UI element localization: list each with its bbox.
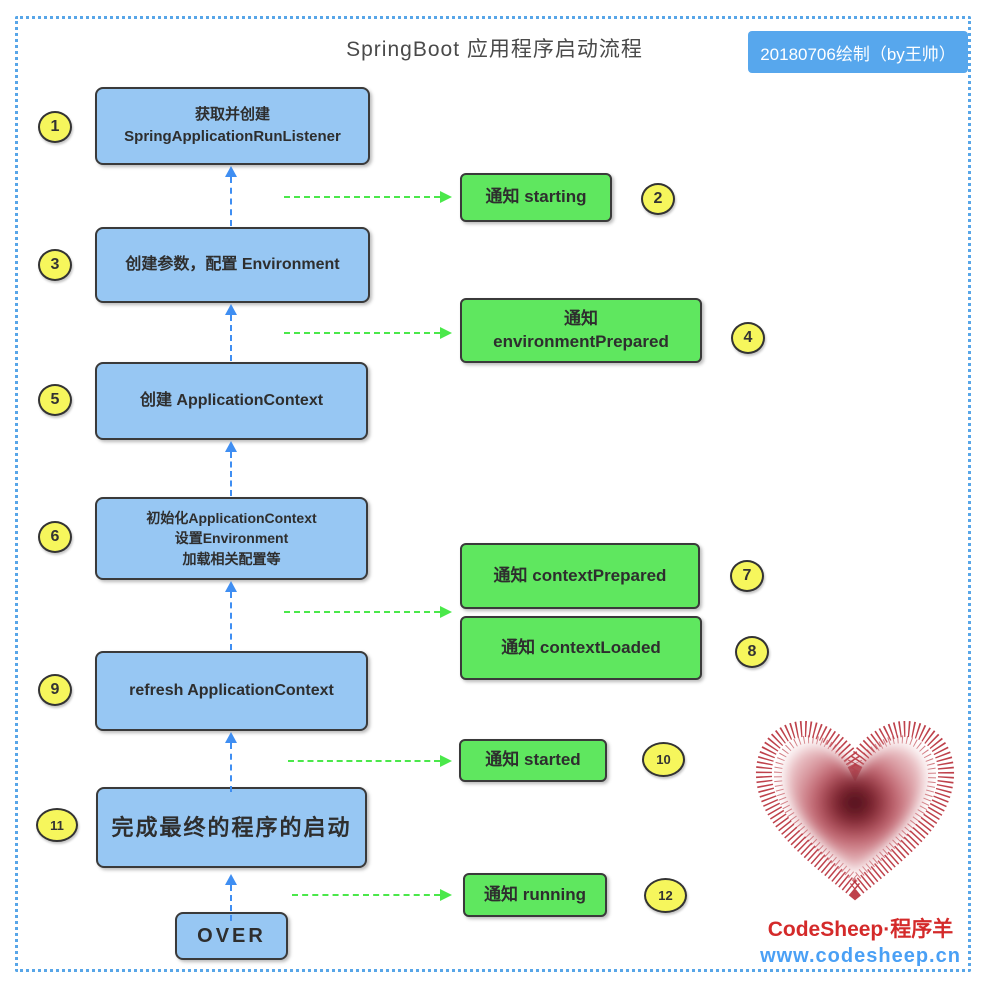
- flow-arrow-9-to-6: [230, 592, 232, 650]
- step-box-9-label: refresh ApplicationContext: [129, 682, 334, 700]
- notify-arrowhead-started: [440, 755, 452, 767]
- date-badge: 20180706绘制（by王帅）: [748, 31, 968, 73]
- step-number-5-label: 5: [50, 391, 60, 408]
- flow-arrow-over-to-11: [230, 885, 232, 921]
- notify-box-environmentprepared: 通知 environmentPrepared: [460, 298, 702, 363]
- flow-arrow-6-to-5: [230, 452, 232, 496]
- codesheep-url-text: www.codesheep.cn: [760, 945, 961, 967]
- notify-arrow-starting: [284, 196, 440, 198]
- step-box-3: 创建参数，配置 Environment: [95, 227, 370, 303]
- notify-box-environmentprepared-line1: 通知: [564, 308, 598, 328]
- notify-box-started-label: 通知 started: [485, 750, 581, 770]
- notify-box-contextloaded-label: 通知 contextLoaded: [501, 637, 661, 657]
- flow-arrow-5-to-3: [230, 315, 232, 361]
- step-number-11-label: 11: [50, 817, 64, 833]
- step-number-1-label: 1: [50, 118, 60, 135]
- flow-arrowhead-9-to-6: [225, 581, 237, 592]
- step-box-6-line3: 加载相关配置等: [182, 550, 281, 567]
- notify-arrow-running: [292, 894, 440, 896]
- notify-number-8-label: 8: [747, 643, 757, 660]
- diagram-title: SpringBoot 应用程序启动流程: [346, 38, 643, 61]
- page-border: [15, 16, 971, 972]
- step-box-6-line2: 设置Environment: [174, 530, 289, 547]
- notify-box-running: 通知 running: [463, 873, 607, 917]
- flow-arrowhead-3-to-1: [225, 166, 237, 177]
- notify-arrowhead-contextprepared-loaded: [440, 606, 452, 618]
- step-box-3-label: 创建参数，配置 Environment: [125, 256, 340, 274]
- notify-number-4: 4: [731, 322, 765, 354]
- step-number-6-label: 6: [50, 528, 60, 545]
- flow-arrowhead-6-to-5: [225, 441, 237, 452]
- step-box-5: 创建 ApplicationContext: [95, 362, 368, 440]
- flow-arrowhead-5-to-3: [225, 304, 237, 315]
- step-box-1-line2: SpringApplicationRunListener: [124, 128, 341, 145]
- notify-arrowhead-starting: [440, 191, 452, 203]
- notify-arrowhead-running: [440, 889, 452, 901]
- step-box-1: 获取并创建 SpringApplicationRunListener: [95, 87, 370, 165]
- notify-number-10-label: 10: [656, 752, 671, 767]
- step-number-1: 1: [38, 111, 72, 143]
- step-box-11-label: 完成最终的程序的启动: [111, 814, 352, 840]
- flow-arrowhead-over-to-11: [225, 874, 237, 885]
- notify-box-contextprepared-label: 通知 contextPrepared: [493, 565, 667, 585]
- flow-arrow-11-to-9: [230, 743, 232, 792]
- step-number-9: 9: [38, 674, 72, 706]
- step-number-9-label: 9: [50, 681, 60, 698]
- codesheep-heart-logo: [748, 700, 963, 910]
- codesheep-brand-text: CodeSheep·程序羊: [767, 918, 954, 941]
- step-number-5: 5: [38, 384, 72, 416]
- notify-number-4-label: 4: [743, 329, 753, 346]
- flow-arrowhead-11-to-9: [225, 732, 237, 743]
- notify-box-starting: 通知 starting: [460, 173, 612, 222]
- notify-arrow-environmentprepared: [284, 332, 440, 334]
- step-box-9: refresh ApplicationContext: [95, 651, 368, 731]
- notify-arrow-contextprepared-loaded: [284, 611, 440, 613]
- step-number-11: 11: [36, 808, 78, 842]
- notify-box-started: 通知 started: [459, 739, 607, 782]
- notify-number-12: 12: [644, 878, 687, 913]
- notify-number-8: 8: [735, 636, 769, 668]
- step-number-3-label: 3: [50, 256, 60, 273]
- step-box-5-label: 创建 ApplicationContext: [139, 392, 324, 410]
- notify-number-12-label: 12: [658, 888, 673, 903]
- step-box-11: 完成最终的程序的启动: [96, 787, 367, 868]
- step-number-6: 6: [38, 521, 72, 553]
- step-number-3: 3: [38, 249, 72, 281]
- notify-box-running-label: 通知 running: [484, 884, 586, 904]
- notify-box-environmentprepared-line2: environmentPrepared: [493, 331, 669, 351]
- flow-arrow-3-to-1: [230, 177, 232, 226]
- notify-number-2-label: 2: [653, 190, 663, 207]
- notify-box-contextloaded: 通知 contextLoaded: [460, 616, 702, 680]
- notify-number-2: 2: [641, 183, 675, 215]
- notify-number-7-label: 7: [742, 567, 752, 584]
- step-box-1-line1: 获取并创建: [194, 106, 270, 124]
- step-box-6: 初始化ApplicationContext 设置Environment 加载相关…: [95, 497, 368, 580]
- notify-number-7: 7: [730, 560, 764, 592]
- fingerprint-heart-icon: [755, 721, 955, 901]
- notify-number-10: 10: [642, 742, 685, 777]
- over-box-label: OVER: [197, 924, 266, 947]
- step-box-6-line1: 初始化ApplicationContext: [146, 510, 317, 527]
- notify-box-contextprepared: 通知 contextPrepared: [460, 543, 700, 609]
- notify-box-starting-label: 通知 starting: [485, 187, 587, 207]
- notify-arrow-started: [288, 760, 440, 762]
- notify-arrowhead-environmentprepared: [440, 327, 452, 339]
